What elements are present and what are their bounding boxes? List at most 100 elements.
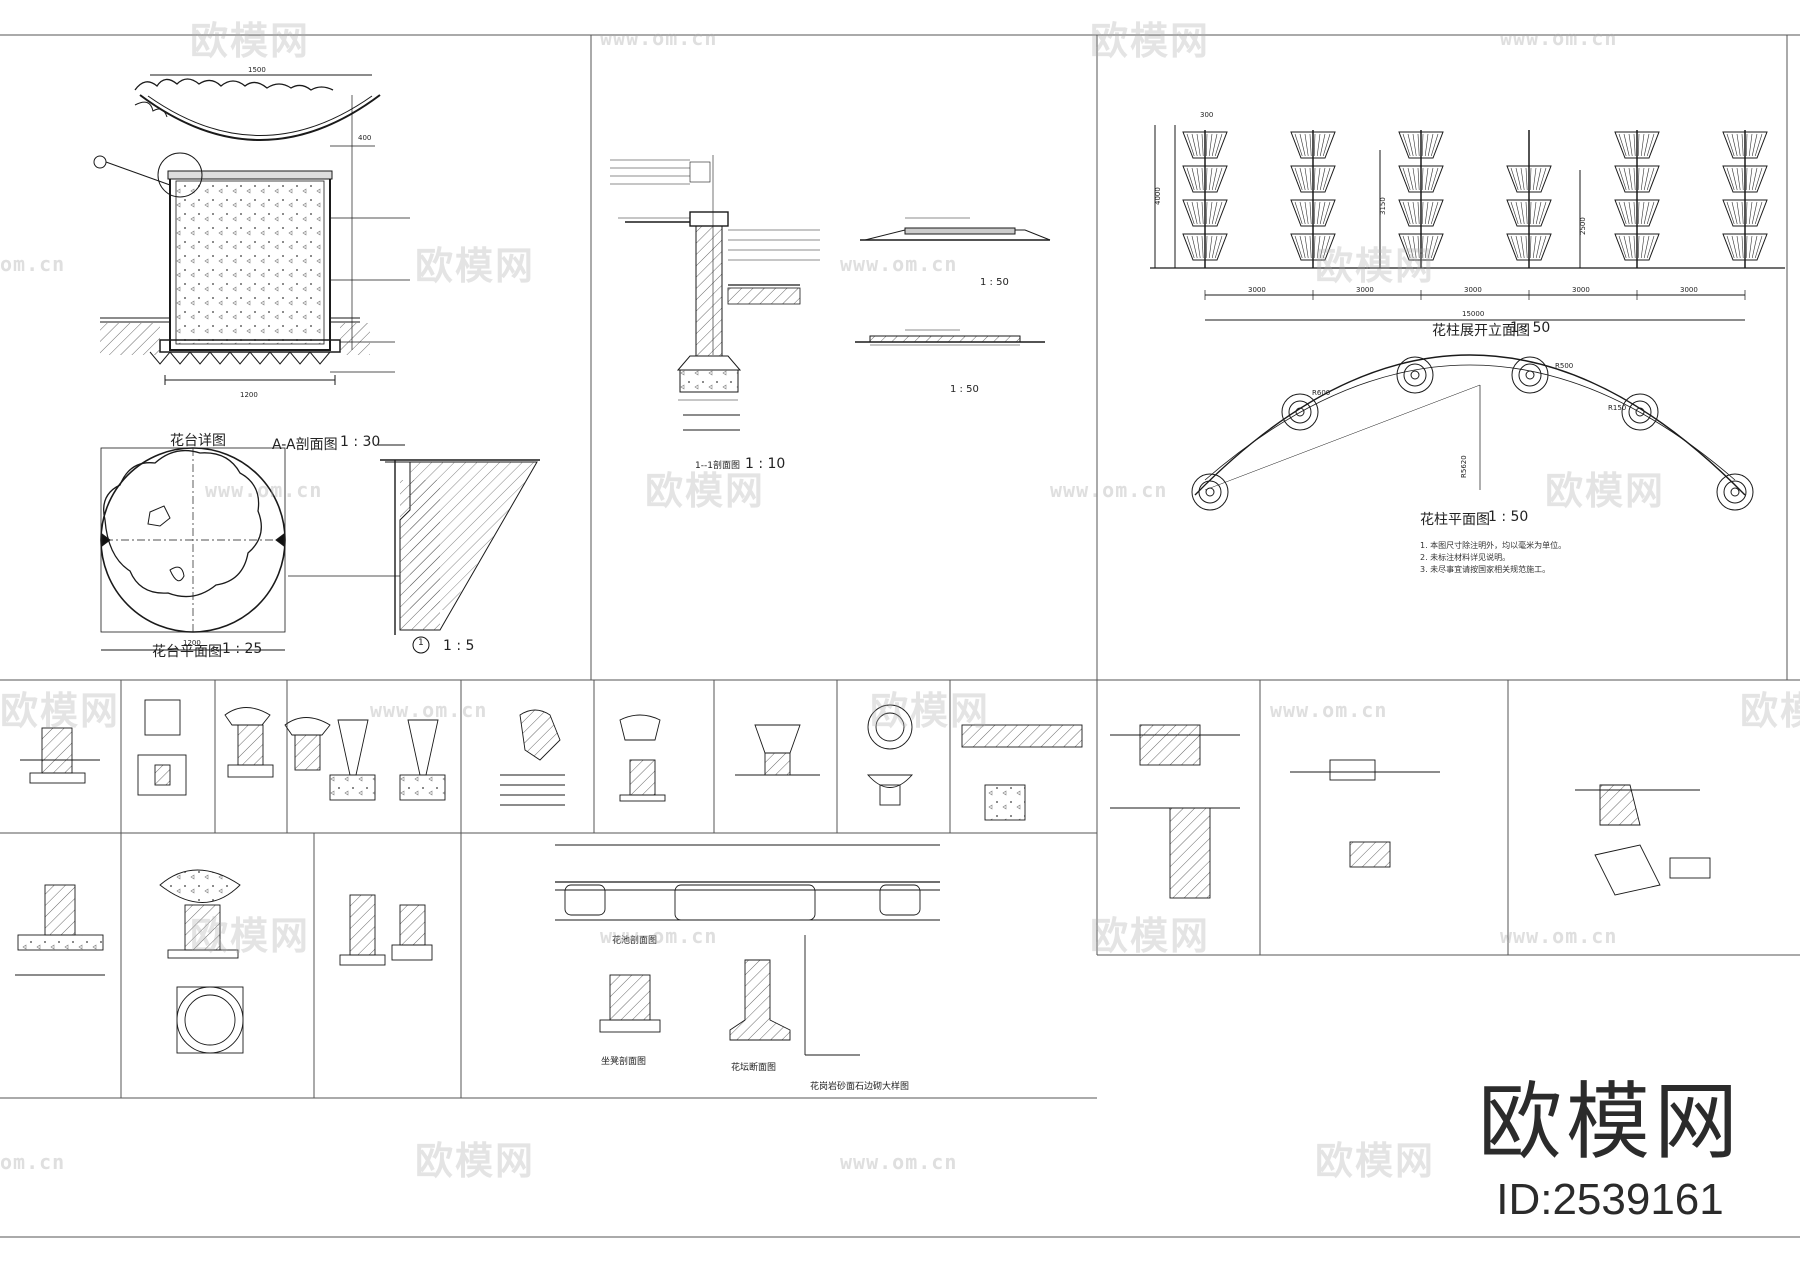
planter-section-title: 花坛断面图 — [731, 1063, 777, 1073]
column-plan-circle — [1198, 480, 1222, 504]
planter-edge-title: 花岗岩砂面石边砌大样图 — [810, 1082, 910, 1092]
watermark-url: www.om.cn — [600, 26, 718, 50]
planter-plan-drawing — [100, 447, 286, 651]
planter-plan-title: 花台平面图 — [152, 644, 222, 660]
dim-4000: 4000 — [1154, 187, 1162, 205]
seat-section-title: 坐凳剖面图 — [601, 1057, 647, 1067]
dim-3000-5: 3000 — [1680, 286, 1698, 294]
column-plan-circle — [1723, 480, 1747, 504]
radius-150: R150 — [1608, 404, 1626, 412]
section-11-title: 1--1剖面图 — [695, 461, 740, 471]
lower-left-drawings — [15, 844, 940, 1056]
column-plan-circle — [1396, 356, 1434, 394]
watermark-url: www.om.cn — [1050, 478, 1168, 502]
watermark-logo: 欧模网 — [0, 689, 121, 733]
bench-section-title: 花池剖面图 — [612, 936, 658, 946]
dim-15000: 15000 — [1462, 310, 1484, 318]
brand-name: 欧模网 — [1477, 1073, 1742, 1171]
column-plan-circle — [1191, 473, 1229, 511]
column-elevation-title: 花柱展开立面图 — [1432, 323, 1530, 339]
dim-3000-3: 3000 — [1464, 286, 1482, 294]
column-plan-circle — [1628, 400, 1652, 424]
dim-1200: 1200 — [240, 391, 258, 399]
detail-1-marker — [412, 636, 430, 654]
scale-50-b: 1 : 50 — [950, 384, 979, 395]
dim-1500: 1500 — [248, 66, 266, 74]
section-11-drawing — [610, 155, 820, 431]
column-plan-circle — [1635, 407, 1645, 417]
flower-columns — [1182, 130, 1768, 268]
watermark-logo: 欧模网 — [190, 914, 311, 958]
watermark-logo: 欧模网 — [870, 689, 991, 733]
column-plan-circle — [1511, 356, 1549, 394]
small-sections-drawing — [855, 217, 1051, 346]
dim-3000-4: 3000 — [1572, 286, 1590, 294]
watermark-logo: 欧模网 — [190, 19, 311, 63]
column-plan-title: 花柱平面图 — [1420, 512, 1490, 528]
scale-50-a: 1 : 50 — [980, 277, 1009, 288]
column-plan-circle — [1518, 363, 1542, 387]
watermark-url: www.om.cn — [600, 924, 718, 948]
detail-1-drawing — [288, 444, 540, 635]
watermark-logo: 欧模网 — [1090, 914, 1211, 958]
watermark-url-partial: om.cn — [0, 1150, 66, 1174]
dim-1200-plan: 1200 — [183, 639, 201, 647]
radius-500: R500 — [1555, 362, 1573, 370]
dim-300: 300 — [1200, 111, 1213, 119]
sheet-frame — [0, 34, 1800, 1238]
detail-1-scale: 1 : 5 — [443, 638, 475, 654]
section-aa-scale: 1 : 30 — [340, 434, 381, 450]
watermark-logo: 欧模网 — [1740, 689, 1800, 733]
watermark-url: www.om.cn — [1500, 26, 1618, 50]
brand-logo: 欧模网 ID:2539161 — [1478, 1080, 1742, 1222]
note-2: 2. 未标注材料详见说明。 — [1420, 553, 1511, 562]
watermark-logo: 欧模网 — [1315, 1139, 1436, 1183]
flower-column — [1506, 130, 1552, 268]
watermark-logo: 欧模网 — [1545, 469, 1666, 513]
column-plan-circle — [1716, 473, 1754, 511]
radius-5620: R5620 — [1460, 455, 1468, 478]
watermark-url: www.om.cn — [840, 252, 958, 276]
column-plan-circle — [1288, 400, 1312, 424]
watermark-logo: 欧模网 — [415, 244, 536, 288]
column-plan-circle — [1410, 370, 1420, 380]
column-plan-circle — [1281, 393, 1319, 431]
flower-column — [1722, 130, 1768, 268]
small-detail-drawings — [20, 699, 1083, 821]
note-1: 1. 本图尺寸除注明外，均以毫米为单位。 — [1420, 541, 1567, 550]
watermark-url: www.om.cn — [370, 698, 488, 722]
flower-column — [1614, 130, 1660, 268]
column-elevation-scale: 1 : 50 — [1510, 320, 1551, 336]
watermark-logo: 欧模网 — [415, 1139, 536, 1183]
column-plan-circle — [1621, 393, 1659, 431]
dim-400: 400 — [358, 134, 371, 142]
column-elevation-drawing — [1150, 125, 1785, 321]
column-plan-circle — [1295, 407, 1305, 417]
dim-3150: 3150 — [1379, 197, 1387, 215]
watermark-url-partial: om.cn — [0, 252, 66, 276]
watermark-logo: 欧模网 — [645, 469, 766, 513]
column-plan-circle — [1205, 487, 1215, 497]
watermark-url: www.om.cn — [1500, 924, 1618, 948]
column-plan-scale: 1 : 50 — [1488, 509, 1529, 525]
watermark-logo: 欧模网 — [1315, 244, 1436, 288]
dim-2500: 2500 — [1579, 217, 1587, 235]
flower-column — [1290, 130, 1336, 268]
column-plan-drawing — [1191, 354, 1754, 511]
column-plan-circle — [1730, 487, 1740, 497]
watermark-url: www.om.cn — [205, 478, 323, 502]
bottom-right-drawings — [1110, 724, 1711, 899]
watermark-logo: 欧模网 — [1090, 19, 1211, 63]
detail-1-label: 1 — [418, 638, 424, 648]
planter-plan-scale: 1 : 25 — [222, 641, 263, 657]
column-plan-circle — [1403, 363, 1427, 387]
flower-column — [1398, 130, 1444, 268]
radius-600: R600 — [1312, 389, 1330, 397]
dim-3000-1: 3000 — [1248, 286, 1266, 294]
column-plan-circle — [1525, 370, 1535, 380]
section-aa-title: A-A剖面图 — [272, 437, 338, 453]
planter-detail-title: 花台详图 — [170, 433, 226, 449]
watermark-url: www.om.cn — [1270, 698, 1388, 722]
section-11-scale: 1 : 10 — [745, 456, 786, 472]
